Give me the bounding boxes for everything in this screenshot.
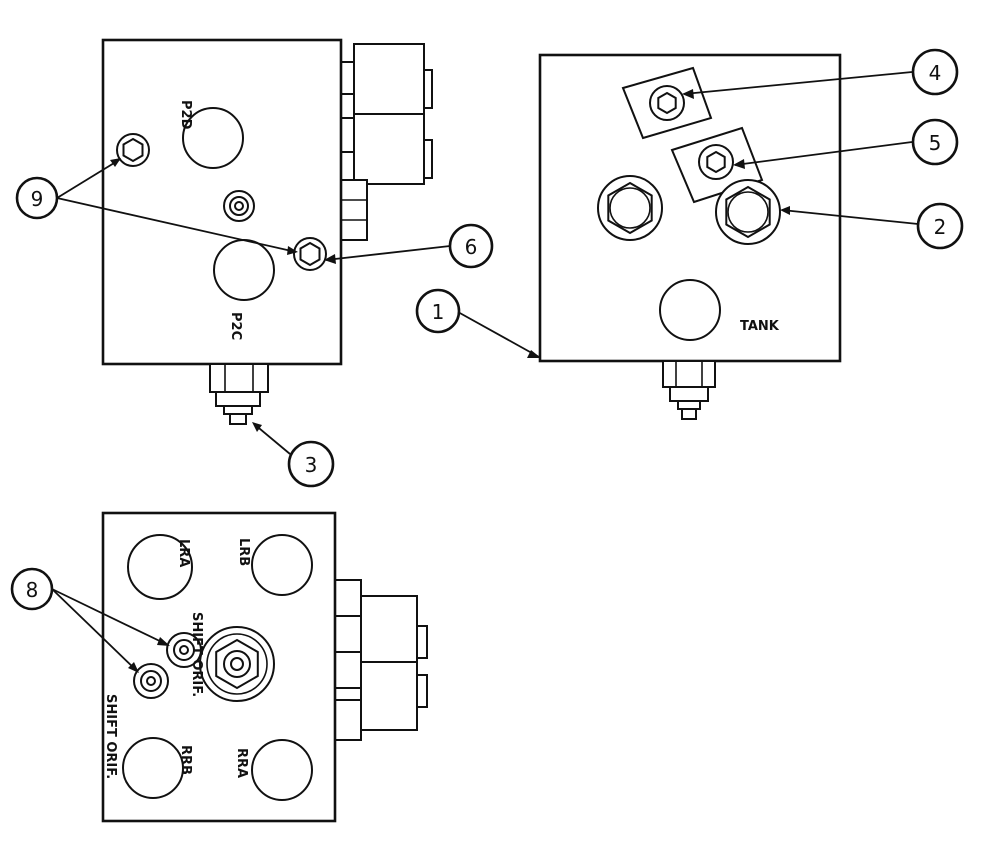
port-lra: [127, 534, 193, 600]
manifold-view-bottom: LRA LRB RRB RRA SHIFT ORIF. SHIFT ORIF.: [101, 511, 428, 823]
port-p2d: [182, 107, 244, 169]
hex-plug-9-icon: [116, 133, 150, 167]
hex-port-2-icon: [715, 179, 781, 245]
center-cartridge-icon: [199, 626, 275, 702]
port-p2c: [213, 239, 275, 301]
callout-3-text: 3: [305, 453, 318, 477]
callout-8: 8: [10, 567, 54, 611]
bottom-fitting-right-icon: [662, 360, 716, 420]
solenoid-cartridges-bottom: [334, 579, 428, 741]
label-shift-orif-lower: SHIFT ORIF.: [103, 694, 118, 779]
port-rrb: [122, 737, 184, 799]
manifold-view-top-right: TANK: [538, 53, 842, 420]
port-rra: [251, 739, 313, 801]
label-tank: TANK: [740, 319, 780, 334]
port-tank: [659, 279, 721, 341]
callout-9-text: 9: [31, 187, 44, 211]
label-p2c: P2C: [228, 312, 243, 340]
solenoid-cartridges-top-left: [340, 43, 433, 241]
callout-1: 1: [415, 288, 461, 334]
manifold-block-top-left: [101, 38, 343, 366]
label-lra: LRA: [176, 539, 191, 567]
label-p2d: P2D: [178, 100, 193, 130]
callout-5: 5: [911, 118, 959, 166]
callout-6-text: 6: [465, 235, 478, 259]
orifice-fitting-icon: [223, 190, 255, 222]
shift-orifice-upper-icon: [166, 632, 202, 668]
label-lrb: LRB: [236, 538, 251, 566]
callout-4: 4: [911, 48, 959, 96]
hex-port-left-icon: [597, 175, 663, 241]
callout-8-text: 8: [26, 578, 39, 602]
label-rrb: RRB: [178, 745, 193, 775]
callout-5-text: 5: [929, 131, 942, 155]
label-shift-orif-upper: SHIFT ORIF.: [189, 612, 204, 697]
callout-2-text: 2: [934, 215, 947, 239]
port-lrb: [251, 534, 313, 596]
hex-plug-6-icon: [293, 237, 327, 271]
callout-9: 9: [15, 176, 59, 220]
label-rra: RRA: [234, 748, 249, 778]
cartridge-mount-4-icon: [621, 66, 713, 140]
callout-3: 3: [287, 440, 335, 488]
callout-4-text: 4: [929, 61, 942, 85]
callout-6: 6: [448, 223, 494, 269]
callout-2: 2: [916, 202, 964, 250]
callout-1-text: 1: [432, 300, 445, 324]
bottom-fitting-3-icon: [209, 363, 269, 425]
shift-orifice-lower-icon: [133, 663, 169, 699]
callouts: 9 6 3 1 4 5 2 8: [10, 48, 964, 611]
leader-lines: [51, 71, 919, 673]
manifold-view-top-left: P2D P2C: [101, 38, 433, 425]
